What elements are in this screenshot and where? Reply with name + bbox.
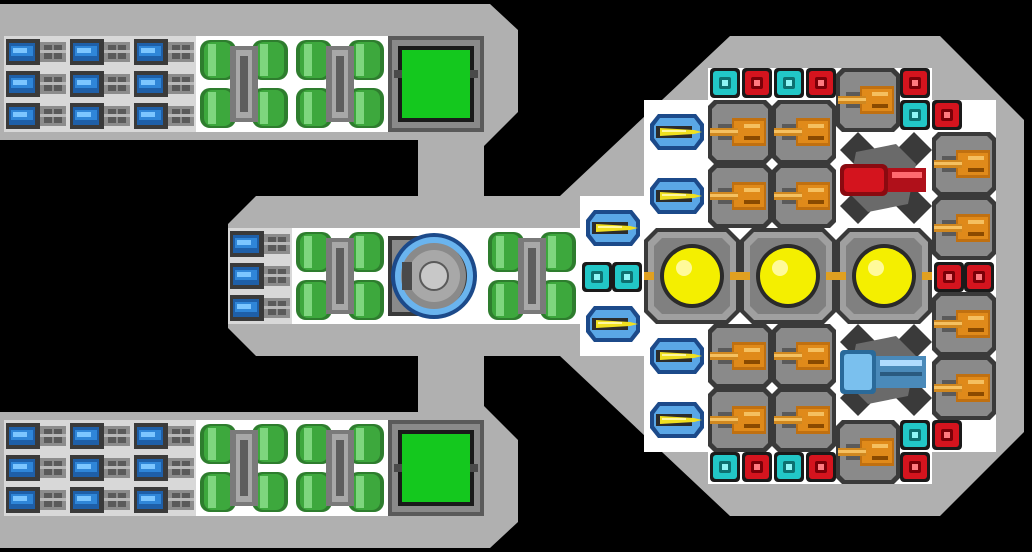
top-wing-modules[interactable] <box>4 36 484 132</box>
autocannon-turret[interactable] <box>772 100 836 164</box>
capacitor-red[interactable] <box>806 68 836 98</box>
missile-launcher[interactable] <box>644 324 708 388</box>
thruster-module[interactable] <box>68 68 132 100</box>
thruster-module[interactable] <box>132 452 196 484</box>
capacitor-cyan[interactable] <box>774 452 804 482</box>
missile-launcher[interactable] <box>644 164 708 228</box>
capacitor-cyan[interactable] <box>774 68 804 98</box>
autocannon-turret[interactable] <box>772 388 836 452</box>
thruster-module[interactable] <box>132 484 196 516</box>
capacitor-cyan[interactable] <box>900 100 930 130</box>
capacitor-red[interactable] <box>742 452 772 482</box>
missile-launcher[interactable] <box>644 100 708 164</box>
conduit-module[interactable] <box>196 36 292 132</box>
capacitor-red[interactable] <box>742 68 772 98</box>
capacitor-cyan[interactable] <box>710 452 740 482</box>
conduit-module[interactable] <box>292 228 388 324</box>
thruster-module[interactable] <box>68 420 132 452</box>
autocannon-turret[interactable] <box>772 164 836 228</box>
conduit-module[interactable] <box>292 36 388 132</box>
reactor-core[interactable] <box>836 228 932 324</box>
thruster-module[interactable] <box>132 68 196 100</box>
thruster-module[interactable] <box>132 100 196 132</box>
autocannon-turret[interactable] <box>932 132 996 196</box>
heavy-cannon-red[interactable] <box>836 132 932 228</box>
storage-panel[interactable] <box>388 36 484 132</box>
autocannon-turret[interactable] <box>836 420 900 484</box>
autocannon-turret[interactable] <box>708 100 772 164</box>
conduit-module[interactable] <box>484 228 580 324</box>
capacitor-red[interactable] <box>900 68 930 98</box>
thruster-module[interactable] <box>4 68 68 100</box>
capacitor-cyan[interactable] <box>710 68 740 98</box>
thruster-module[interactable] <box>68 36 132 68</box>
thruster-module[interactable] <box>228 228 292 260</box>
capacitor-cyan[interactable] <box>612 262 642 292</box>
missile-launcher[interactable] <box>644 388 708 452</box>
capacitor-cyan[interactable] <box>900 420 930 450</box>
heavy-cannon-blue[interactable] <box>836 324 932 420</box>
autocannon-turret[interactable] <box>836 68 900 132</box>
thruster-module[interactable] <box>132 420 196 452</box>
capacitor-red[interactable] <box>964 262 994 292</box>
thruster-module[interactable] <box>68 452 132 484</box>
bottom-wing-modules[interactable] <box>4 420 484 516</box>
thruster-module[interactable] <box>132 36 196 68</box>
autocannon-turret[interactable] <box>772 324 836 388</box>
thruster-module[interactable] <box>4 420 68 452</box>
weapons-section[interactable] <box>580 68 996 484</box>
capacitor-red[interactable] <box>932 100 962 130</box>
autocannon-turret[interactable] <box>932 196 996 260</box>
capacitor-red[interactable] <box>900 452 930 482</box>
autocannon-turret[interactable] <box>708 164 772 228</box>
thruster-module[interactable] <box>68 484 132 516</box>
thruster-module[interactable] <box>4 100 68 132</box>
storage-panel[interactable] <box>388 420 484 516</box>
autocannon-turret[interactable] <box>708 324 772 388</box>
thruster-module[interactable] <box>4 484 68 516</box>
missile-launcher[interactable] <box>580 292 644 356</box>
autocannon-turret[interactable] <box>932 356 996 420</box>
cockpit-module[interactable] <box>388 228 484 324</box>
conduit-module[interactable] <box>196 420 292 516</box>
autocannon-turret[interactable] <box>708 388 772 452</box>
thruster-module[interactable] <box>228 260 292 292</box>
conduit-module[interactable] <box>292 420 388 516</box>
capacitor-red[interactable] <box>806 452 836 482</box>
capacitor-cyan[interactable] <box>582 262 612 292</box>
thruster-module[interactable] <box>4 36 68 68</box>
reactor-core[interactable] <box>644 228 740 324</box>
capacitor-red[interactable] <box>932 420 962 450</box>
spine-modules[interactable] <box>228 228 580 324</box>
autocannon-turret[interactable] <box>932 292 996 356</box>
thruster-module[interactable] <box>228 292 292 324</box>
capacitor-red[interactable] <box>934 262 964 292</box>
thruster-module[interactable] <box>68 100 132 132</box>
thruster-module[interactable] <box>4 452 68 484</box>
reactor-core[interactable] <box>740 228 836 324</box>
missile-launcher[interactable] <box>580 196 644 260</box>
